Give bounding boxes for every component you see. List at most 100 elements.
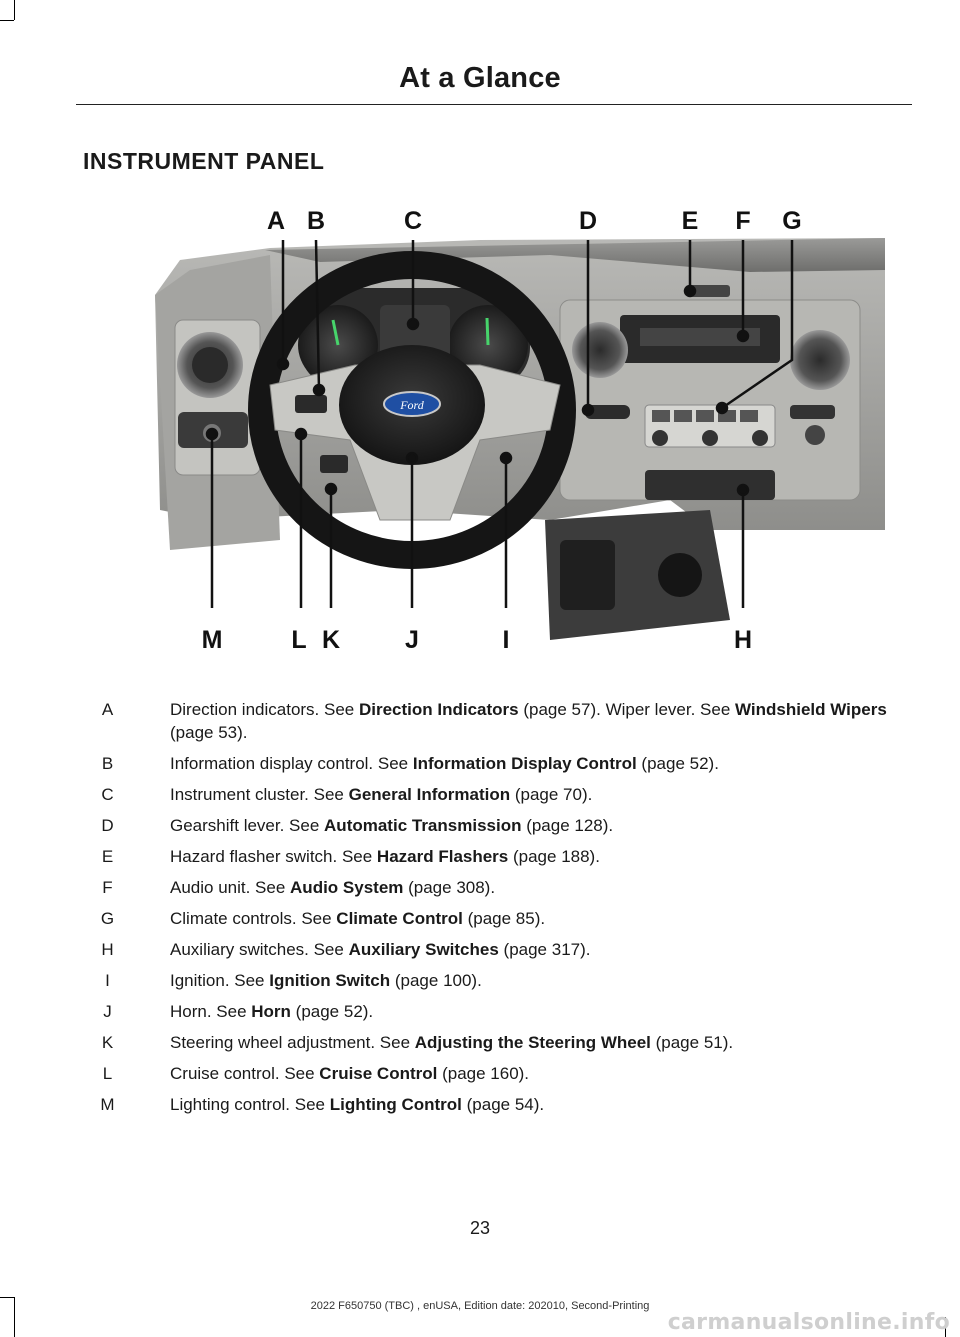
callout-b: B [307, 207, 325, 235]
cross-reference-link[interactable]: General Information [348, 785, 511, 804]
legend-key: E [101, 847, 114, 866]
legend-description: Instrument cluster. See General Informat… [135, 783, 900, 806]
legend-text-segment: Ignition. See [170, 971, 270, 990]
legend-row: K Steering wheel adjustment. See Adjustin… [80, 1031, 900, 1054]
instrument-panel-illustration: Ford A B C D E F G M L [155, 207, 885, 654]
legend-row: D Gearshift lever. See Automatic Transmis… [80, 814, 900, 837]
legend-row: E Hazard flasher switch. See Hazard Flash… [80, 845, 900, 868]
legend-text-segment: Auxiliary switches. See [170, 940, 349, 959]
callout-k: K [322, 626, 340, 654]
legend-text-segment: Direction indicators. See [170, 700, 359, 719]
cross-reference-link[interactable]: Auxiliary Switches [348, 940, 499, 959]
ford-badge [383, 391, 441, 417]
cross-reference-link[interactable]: Ignition Switch [269, 971, 391, 990]
page-number: 23 [469, 1218, 491, 1238]
legend-text-segment: Gearshift lever. See [170, 816, 325, 835]
legend-text-segment: (page 317). [498, 940, 591, 959]
legend-row: H Auxiliary switches. See Auxiliary Switc… [80, 938, 900, 961]
callout-f: F [735, 207, 750, 235]
cross-reference-link[interactable]: Hazard Flashers [376, 847, 509, 866]
legend-description: Ignition. See Ignition Switch (page 100)… [135, 969, 900, 992]
legend-text-segment: Climate controls. See [170, 909, 337, 928]
ford-badge-text: Ford [399, 398, 425, 412]
legend-key: G [100, 909, 115, 928]
legend-description: Information display control. See Informa… [135, 752, 900, 775]
legend-row: I Ignition. See Ignition Switch (page 100… [80, 969, 900, 992]
cross-reference-link[interactable]: Cruise Control [319, 1064, 438, 1083]
legend-row: J Horn. See Horn (page 52). [80, 1000, 900, 1023]
legend-key: C [101, 785, 114, 804]
cross-reference-link[interactable]: Lighting Control [329, 1095, 462, 1114]
legend-row: C Instrument cluster. See General Informa… [80, 783, 900, 806]
crop-mark [0, 1297, 14, 1298]
callout-c: C [404, 207, 422, 235]
legend-text-segment: (page 57). Wiper lever. See [518, 700, 736, 719]
legend-key: F [102, 878, 113, 897]
crop-mark [14, 0, 15, 20]
aux-switch-bank [645, 470, 775, 500]
legend-text-segment: Hazard flasher switch. See [170, 847, 377, 866]
legend-text-segment: (page 52). [290, 1002, 374, 1021]
edition-footer: 2022 F650750 (TBC) , enUSA, Edition date… [310, 1300, 650, 1312]
legend-text-segment: Instrument cluster. See [170, 785, 349, 804]
legend-row: B Information display control. See Inform… [80, 752, 900, 775]
legend-description: Lighting control. See Lighting Control (… [135, 1093, 900, 1116]
cross-reference-link[interactable]: Direction Indicators [358, 700, 519, 719]
legend-text-segment: Cruise control. See [170, 1064, 320, 1083]
watermark: carmanualsonline.info [667, 1310, 950, 1335]
dashboard-top [265, 238, 885, 272]
crop-mark [945, 1317, 946, 1337]
legend-text-segment: (page 53). [170, 723, 248, 742]
legend-text-segment: Steering wheel adjustment. See [170, 1033, 415, 1052]
legend-row: M Lighting control. See Lighting Control … [80, 1093, 900, 1116]
callout-j: J [405, 626, 419, 654]
callout-l: L [291, 626, 306, 654]
cross-reference-link[interactable]: Audio System [290, 878, 404, 897]
cross-reference-link[interactable]: Information Display Control [412, 754, 637, 773]
cross-reference-link[interactable]: Automatic Transmission [324, 816, 522, 835]
callout-h: H [734, 626, 752, 654]
legend-key: H [101, 940, 114, 959]
legend-description: Hazard flasher switch. See Hazard Flashe… [135, 845, 900, 868]
legend-text-segment: (page 70). [510, 785, 593, 804]
legend-row: G Climate controls. See Climate Control (… [80, 907, 900, 930]
legend-key: M [100, 1095, 115, 1114]
legend-text-segment: (page 128). [521, 816, 614, 835]
legend-description: Auxiliary switches. See Auxiliary Switch… [135, 938, 900, 961]
page-header-title: At a Glance [399, 62, 561, 94]
cross-reference-link[interactable]: Adjusting the Steering Wheel [414, 1033, 651, 1052]
cross-reference-link[interactable]: Climate Control [336, 909, 463, 928]
legend-description: Steering wheel adjustment. See Adjusting… [135, 1031, 900, 1054]
legend-text-segment: (page 85). [462, 909, 546, 928]
legend-text-segment: Horn. See [170, 1002, 252, 1021]
legend-description: Gearshift lever. See Automatic Transmiss… [135, 814, 900, 837]
section-heading: INSTRUMENT PANEL [83, 148, 325, 174]
legend-key: I [105, 971, 110, 990]
gearshift-lever [585, 405, 630, 419]
legend-description: Climate controls. See Climate Control (p… [135, 907, 900, 930]
cross-reference-link[interactable]: Windshield Wipers [735, 700, 887, 719]
legend-key: D [101, 816, 114, 835]
callout-e: E [682, 207, 699, 235]
legend-key: J [103, 1002, 112, 1021]
legend-key: B [101, 754, 114, 773]
header-divider [76, 104, 912, 105]
left-center-vent [572, 322, 628, 378]
crop-mark [14, 1297, 15, 1337]
legend-text-segment: (page 52). [636, 754, 719, 773]
legend-key: K [101, 1033, 114, 1052]
callout-g: G [782, 207, 801, 235]
callout-i: I [503, 626, 510, 654]
legend-text-segment: Lighting control. See [170, 1095, 330, 1114]
cross-reference-link[interactable]: Horn [251, 1002, 291, 1021]
legend-text-segment: (page 160). [437, 1064, 530, 1083]
callout-m: M [202, 626, 223, 654]
legend-text-segment: (page 51). [650, 1033, 734, 1052]
legend-text-segment: (page 54). [461, 1095, 545, 1114]
legend-description: Cruise control. See Cruise Control (page… [135, 1062, 900, 1085]
legend-text-segment: Audio unit. See [170, 878, 291, 897]
